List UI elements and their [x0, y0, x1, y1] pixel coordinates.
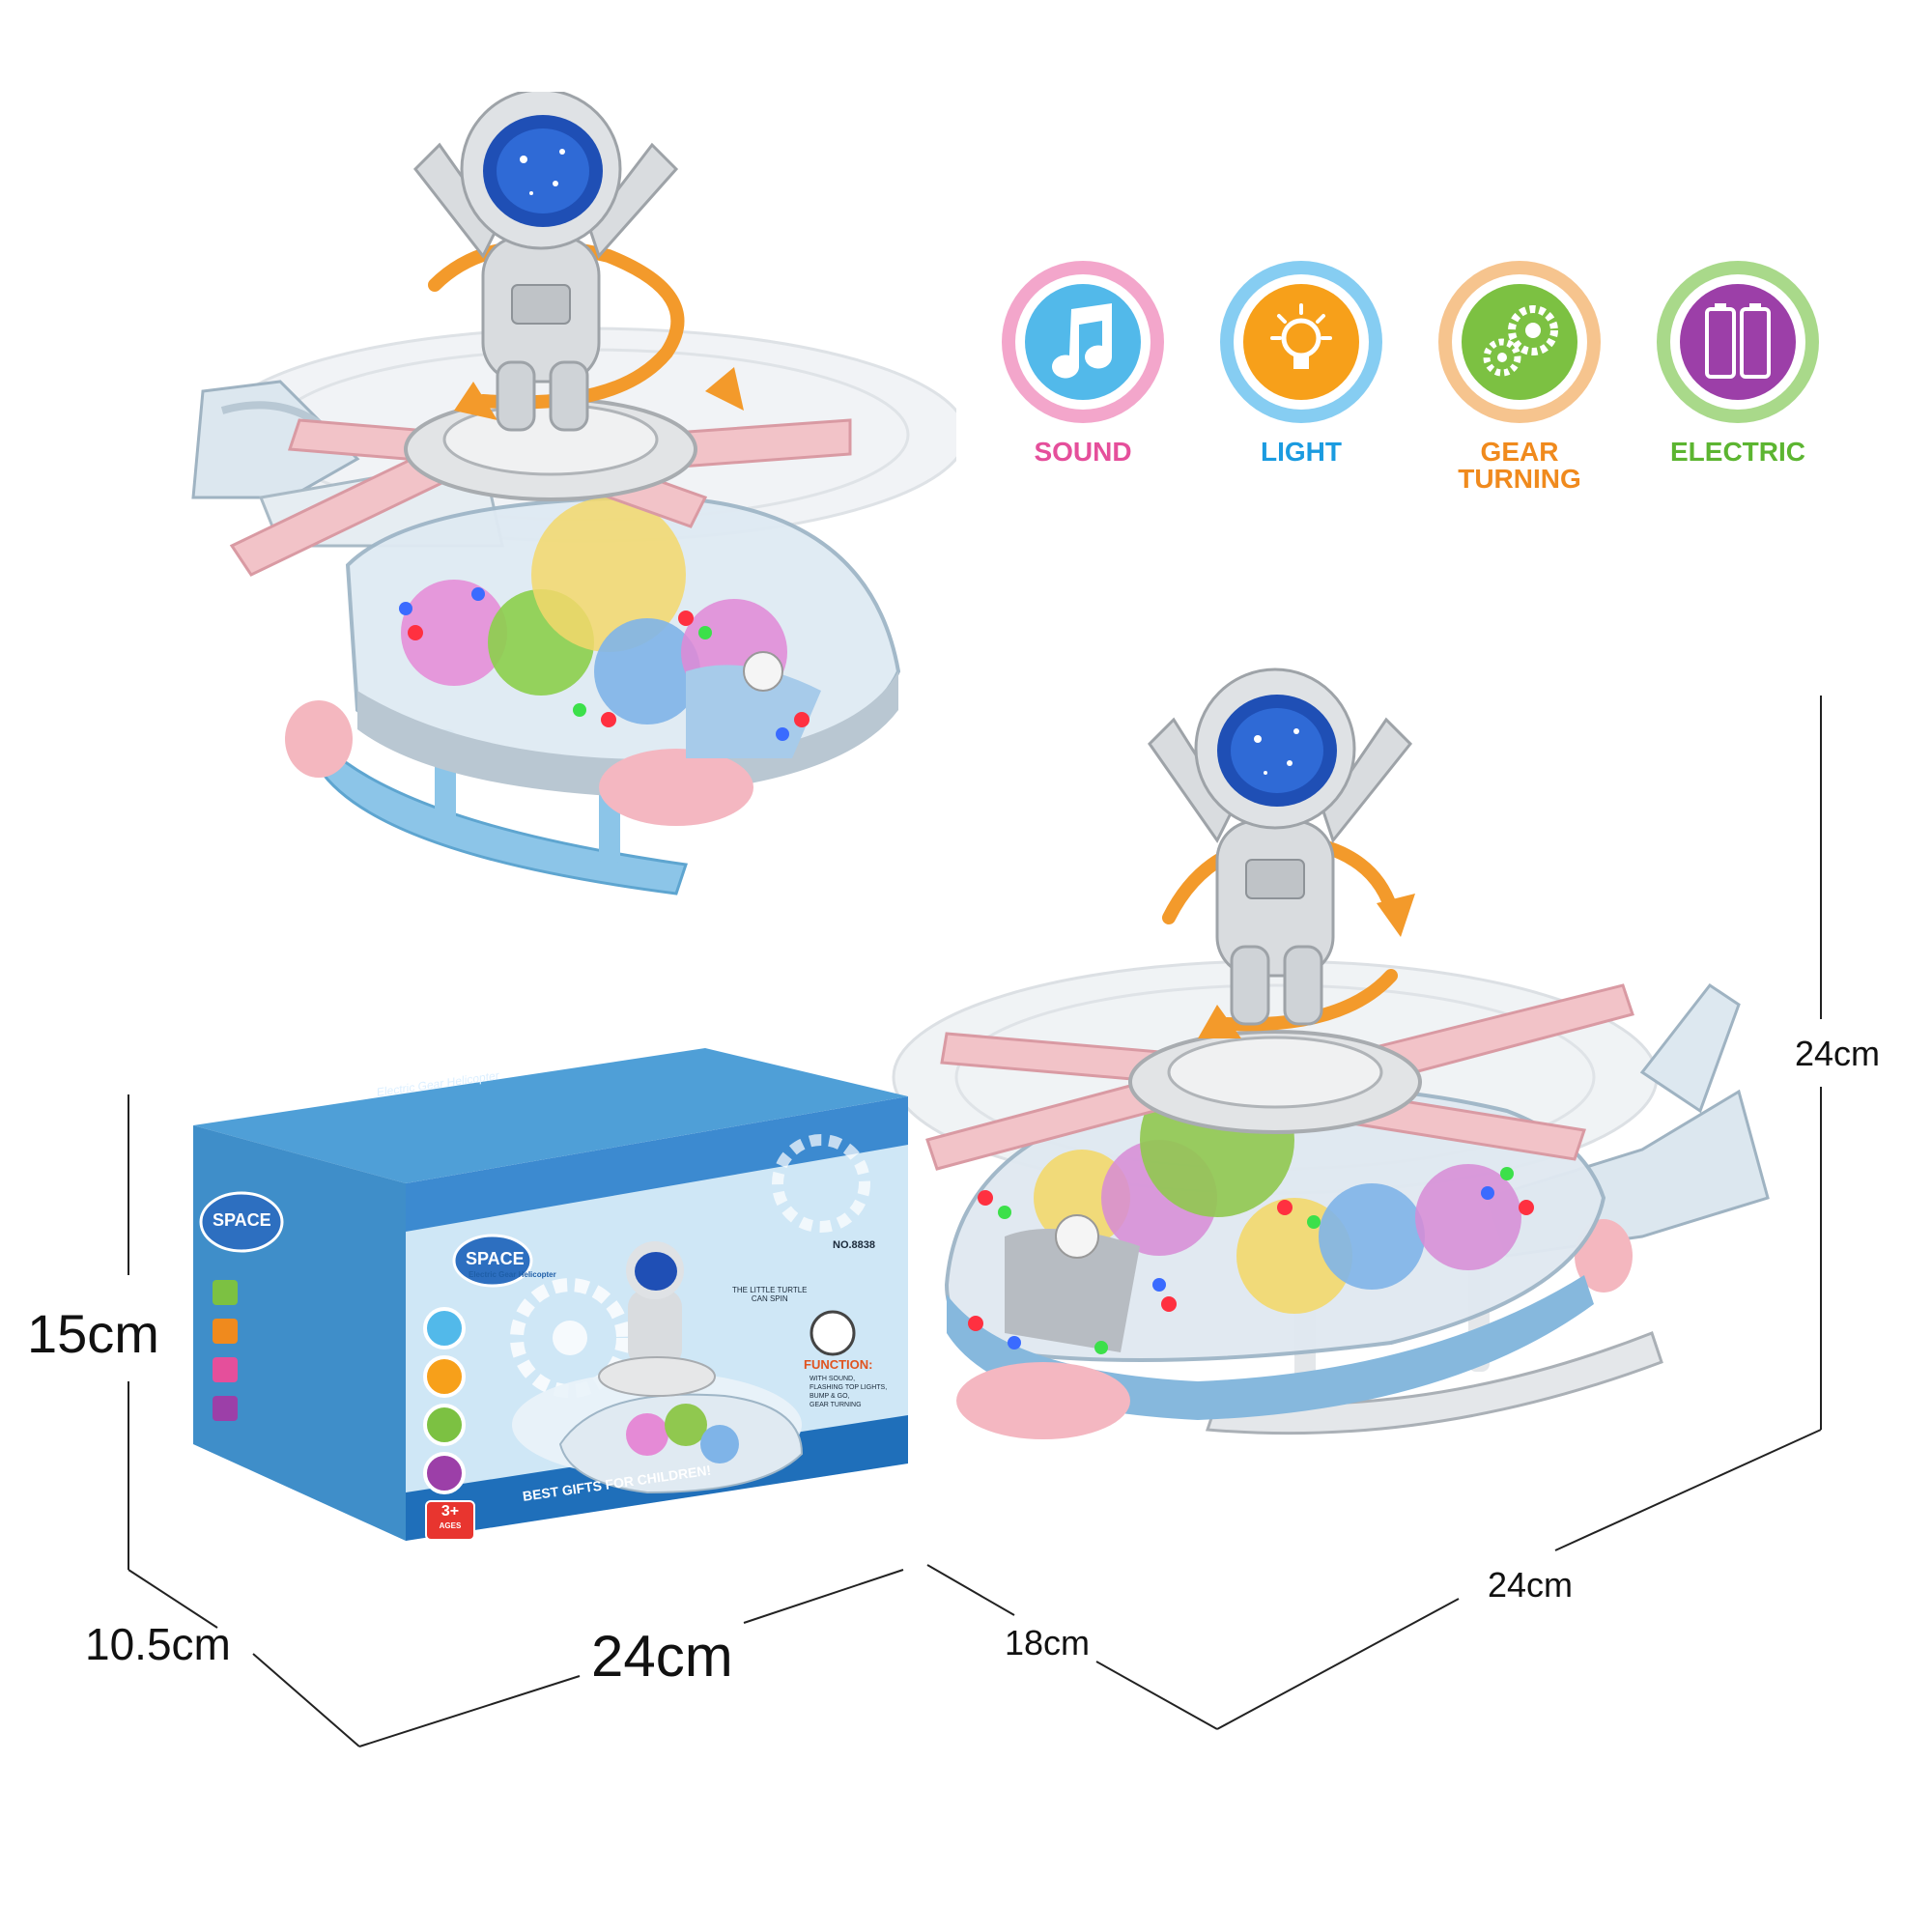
feature-label-electric: ELECTRIC — [1670, 437, 1805, 467]
product-photo-side — [889, 657, 1787, 1507]
feature-gear-turning: GEAR TURNING — [1428, 261, 1611, 493]
feature-electric: ELECTRIC — [1646, 261, 1830, 466]
package-brand-side: SPACE — [213, 1210, 271, 1230]
dimension-box-depth: 10.5cm — [85, 1619, 231, 1669]
gears-icon — [1438, 261, 1601, 423]
light-bulb-icon — [1220, 261, 1382, 423]
feature-sound: SOUND — [991, 261, 1175, 466]
package-brand-front: SPACE — [466, 1249, 525, 1268]
package-function-title: FUNCTION: — [804, 1357, 873, 1372]
feature-label-sound: SOUND — [1034, 437, 1132, 467]
dimension-toy-width: 18cm — [1005, 1623, 1091, 1662]
feature-light: LIGHT — [1209, 261, 1393, 466]
package-model: NO.8838 — [833, 1239, 876, 1251]
feature-label-gear-turning: GEAR TURNING — [1458, 437, 1581, 494]
dimension-toy-length: 24cm — [1488, 1565, 1574, 1605]
package-note: THE LITTLE TURTLE CAN SPIN — [732, 1286, 808, 1303]
package-age-badge: 3+ AGES — [425, 1500, 475, 1541]
battery-icon — [1657, 261, 1819, 423]
package-age-label: AGES — [439, 1521, 462, 1530]
product-photo-front — [164, 92, 956, 932]
package-subtitle-front: Electric Gear Helicopter — [469, 1270, 556, 1279]
dimension-box-height: 15cm — [27, 1303, 159, 1364]
dimension-toy-height: 24cm — [1795, 1034, 1881, 1073]
dimension-box-width: 24cm — [591, 1624, 733, 1689]
package-box: SPACE Electric Gear Helicopter SPACE SPA… — [184, 1038, 918, 1541]
music-note-icon — [1002, 261, 1164, 423]
package-function-text: WITH SOUND, FLASHING TOP LIGHTS, BUMP & … — [810, 1376, 888, 1408]
feature-label-light: LIGHT — [1261, 437, 1342, 467]
package-age: 3+ — [440, 1503, 460, 1520]
